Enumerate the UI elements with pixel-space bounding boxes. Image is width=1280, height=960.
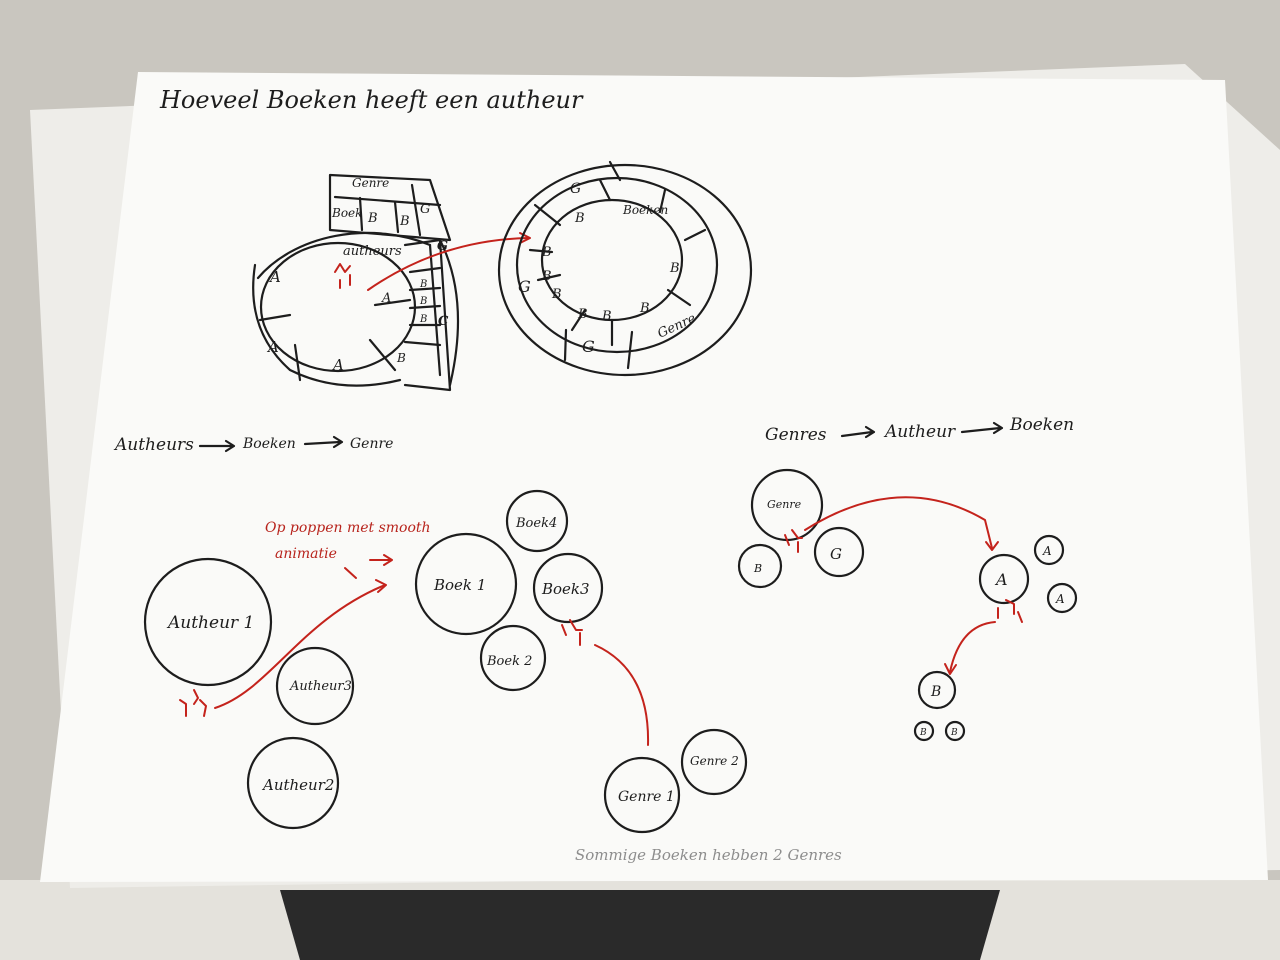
note-line-1: Op poppen met smooth (265, 520, 431, 536)
left-a-label-1: A (268, 268, 281, 286)
left-genre-label: Genre (352, 176, 389, 190)
flow-left-arrow-1 (198, 439, 236, 453)
right-g-label-1: G (570, 181, 581, 197)
left-b-small-3: B (419, 314, 427, 325)
bubble-autheur3: Autheur3 (289, 679, 352, 694)
right-b-label-2: B (541, 245, 552, 260)
flow-left-boeken: Boeken (242, 436, 296, 452)
bubble-r-a-1: A (1042, 544, 1052, 558)
left-a-label-2: A (381, 291, 391, 306)
right-b-label-1: B (574, 211, 585, 226)
left-c-label: C (438, 314, 449, 329)
left-g-label-2: G (437, 239, 448, 254)
left-b-label-1: B (367, 211, 378, 226)
right-b-label-3: B (541, 269, 552, 284)
bubble-autheur1: Autheur 1 (166, 613, 254, 633)
bubble-r-b-main: B (930, 684, 941, 700)
bubble-r-g: G (830, 545, 842, 563)
note-arrow (344, 554, 393, 579)
right-b-label-7: B (639, 301, 650, 316)
bubble-r-b-2: B (950, 728, 958, 738)
flow-right-genres: Genres (765, 425, 827, 445)
paper-sheet (40, 72, 1268, 882)
bubble-boek4: Boek4 (515, 516, 557, 531)
chair-shadow (280, 890, 1000, 960)
left-b-small-1: B (419, 279, 427, 290)
left-boek-label: Boek (331, 206, 362, 220)
page-title: Hoeveel Boeken heeft een autheur (159, 86, 584, 114)
bubbles-right: Genre G B A A A B B B (737, 468, 1078, 742)
left-autheurs-label: autheurs (343, 244, 402, 259)
flow-right-arrow-2 (960, 421, 1004, 435)
right-b-label-6: B (601, 309, 612, 324)
bubble-r-small: B (753, 562, 762, 575)
bubble-r-genre: Genre (767, 498, 802, 511)
flow-left-genre: Genre (350, 436, 393, 452)
left-a-label-4: A (331, 356, 344, 374)
bubble-boek2: Boek 2 (486, 654, 532, 669)
left-g-label-1: G (420, 202, 430, 217)
footnote: Sommige Boeken hebben 2 Genres (575, 846, 842, 864)
bubble-boek1: Boek 1 (433, 576, 486, 594)
bubble-r-b-1: B (919, 728, 927, 738)
right-g-label-2: G (518, 277, 531, 296)
flow-left-arrow-2 (303, 435, 344, 449)
left-b-small-2: B (419, 296, 427, 307)
bubble-boek3: Boek3 (541, 580, 590, 598)
flow-right-autheur: Autheur (883, 422, 956, 442)
flow-left-autheurs: Autheurs (113, 435, 194, 455)
right-b-label-8: B (669, 261, 680, 276)
bubble-r-a-main: A (994, 570, 1008, 589)
flow-right-arrow-1 (840, 425, 876, 439)
right-g-label-3: G (582, 337, 595, 356)
bubbles-left: Autheur 1 Autheur3 Autheur2 Boek 1 Boek4… (143, 489, 748, 834)
bubble-autheur2: Autheur2 (261, 776, 334, 794)
left-b-label-2: B (399, 214, 410, 229)
left-b-small-4: B (396, 351, 406, 365)
sunburst-left: Genre Boek B B G autheurs G A A A A C B … (252, 173, 531, 392)
bubble-genre1: Genre 1 (618, 789, 675, 805)
right-b-label-5: B (577, 307, 588, 322)
right-boeken-label: Boeken (622, 203, 668, 217)
bubble-genre2: Genre 2 (690, 754, 739, 768)
left-a-label-3: A (266, 338, 279, 356)
note-line-2: animatie (275, 546, 337, 562)
bubble-r-a-2: A (1055, 592, 1065, 606)
right-b-label-4: B (551, 287, 562, 302)
flow-right-boeken: Boeken (1009, 415, 1074, 435)
